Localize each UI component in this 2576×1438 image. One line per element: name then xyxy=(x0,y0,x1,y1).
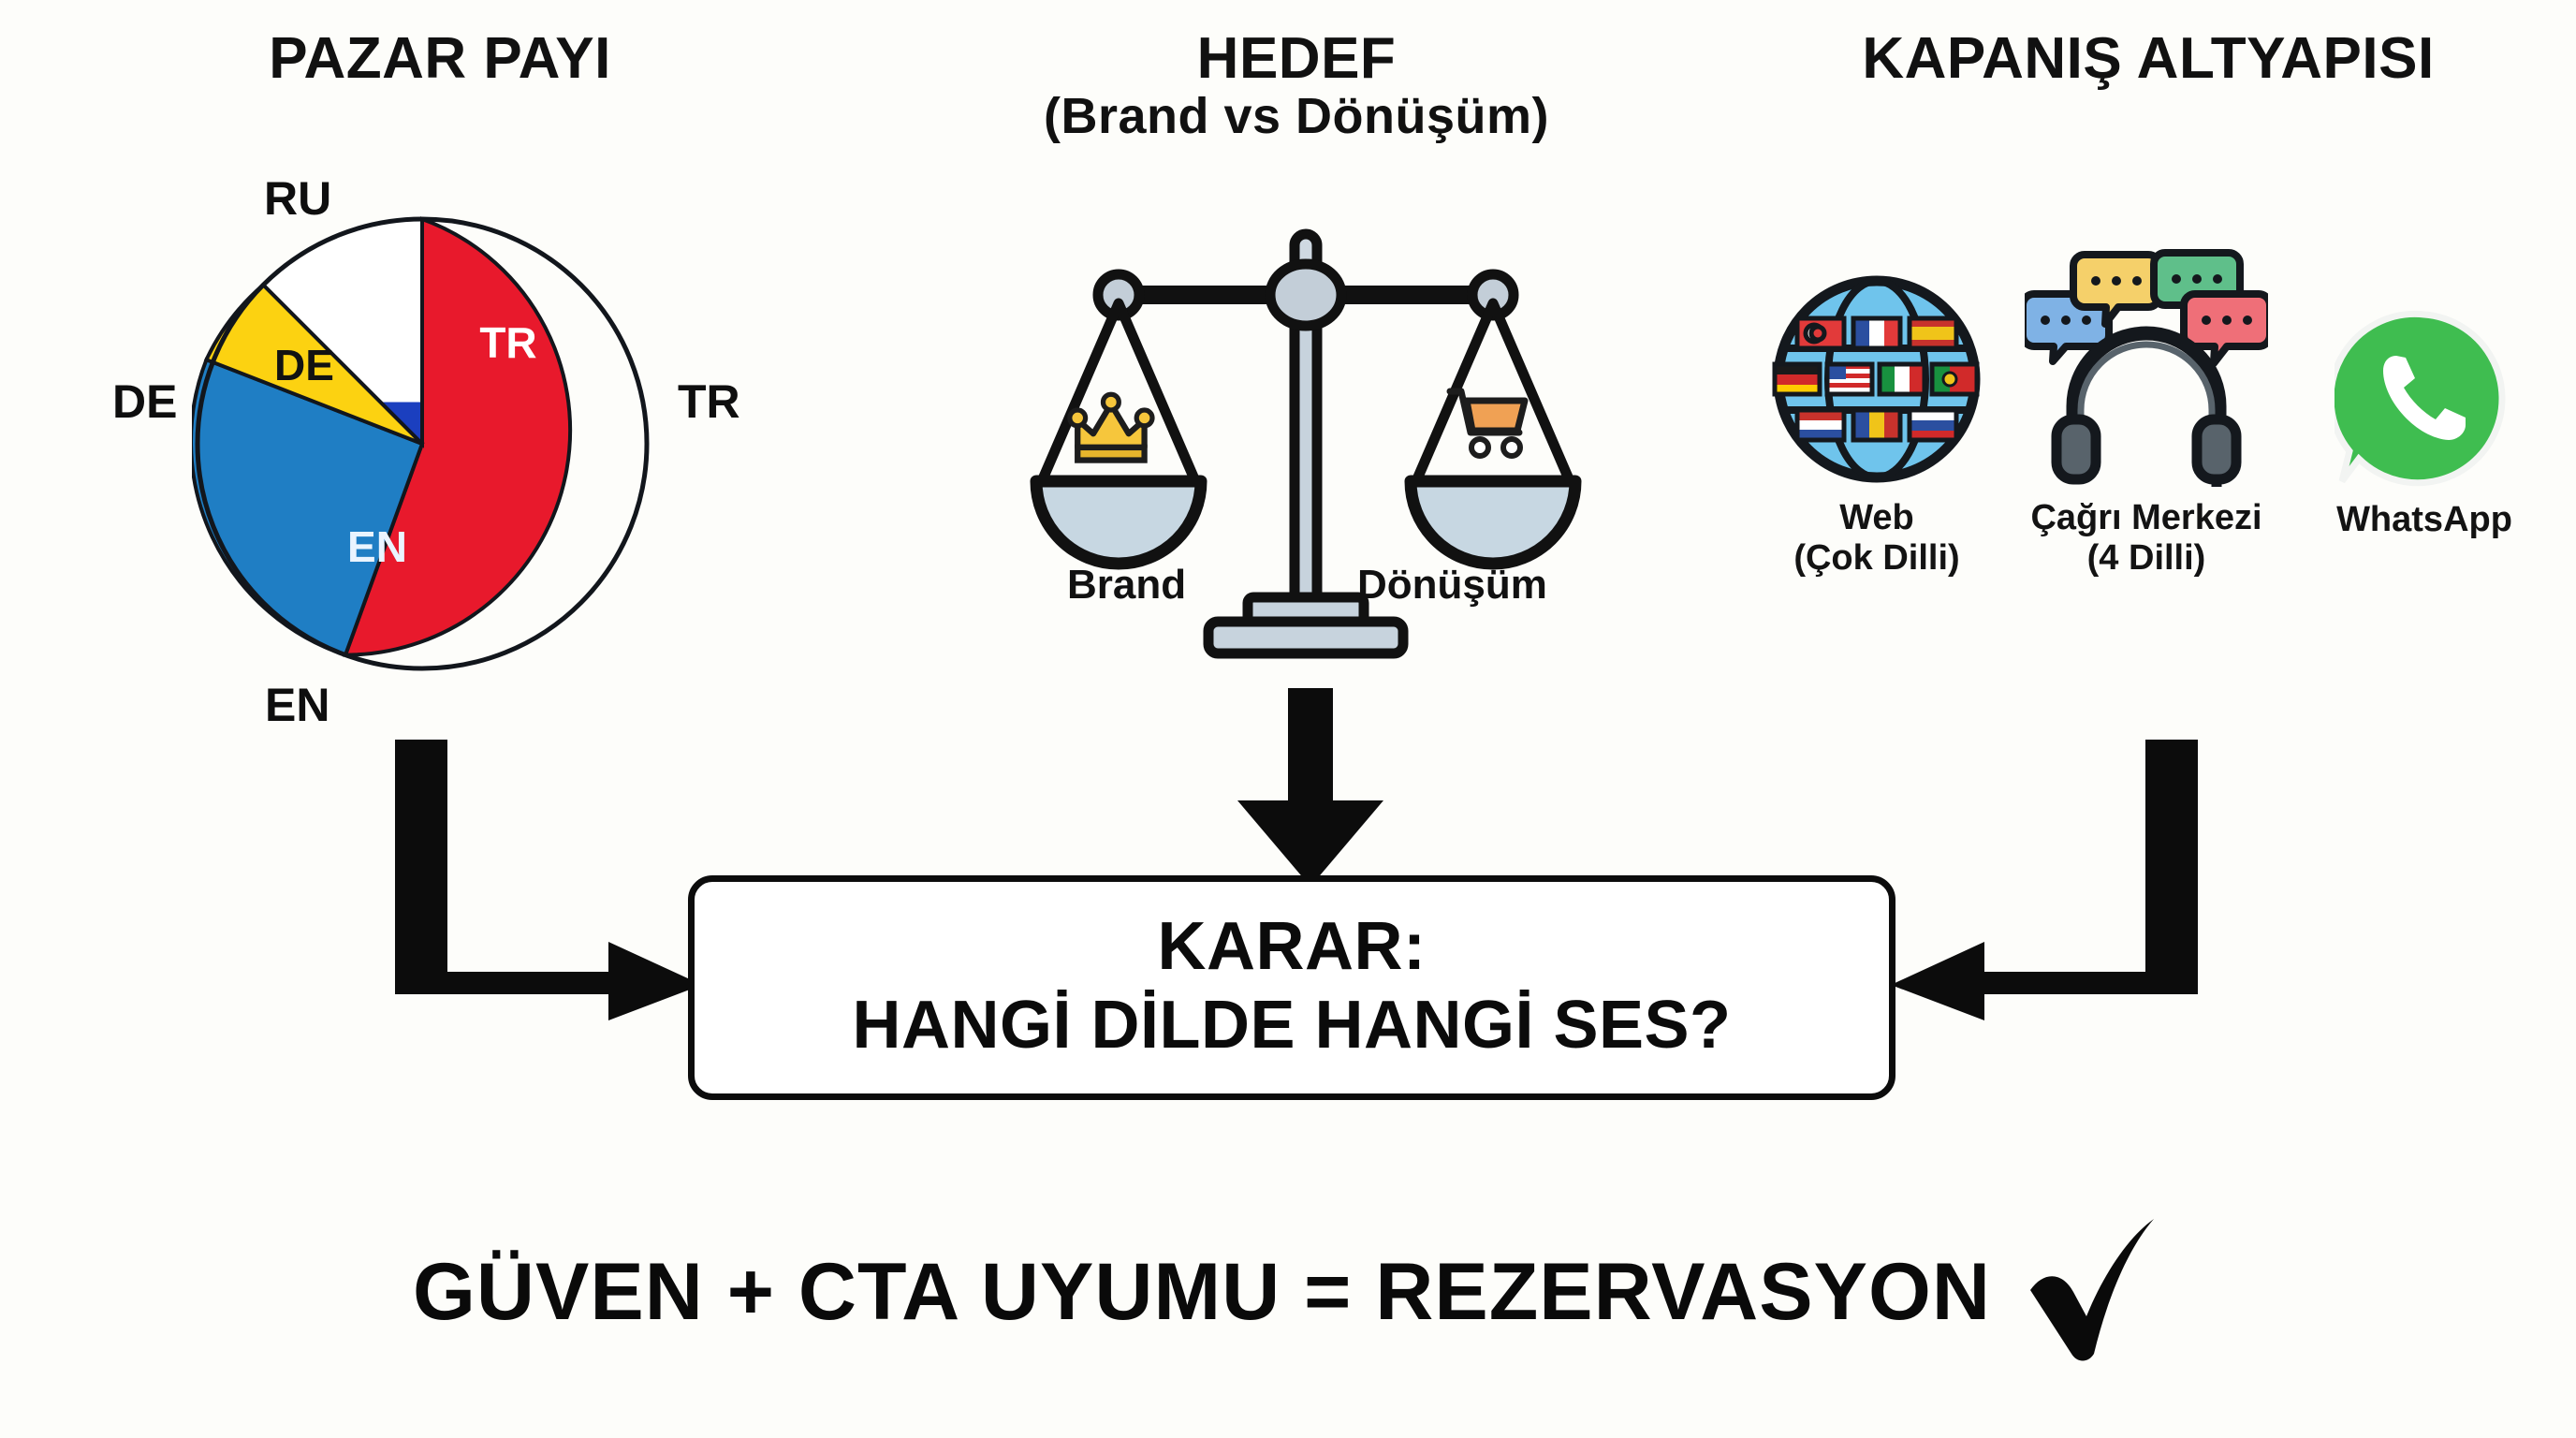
crown-icon xyxy=(1067,391,1155,463)
infra-label-call-center: Çağrı Merkezi (4 Dilli) xyxy=(2030,498,2262,578)
decision-line-2: HANGİ DİLDE HANGİ SES? xyxy=(852,988,1732,1064)
pie-outside-label-ru: RU xyxy=(264,172,332,225)
elbow-arrow-down-left-icon xyxy=(1891,740,2198,1020)
shopping-cart-icon xyxy=(1446,388,1529,459)
globe-flags-icon xyxy=(1772,275,1981,483)
infra-item-web: Web (Çok Dilli) xyxy=(1736,271,2017,578)
decision-line-1: KARAR: xyxy=(1157,908,1427,984)
market-share-title-text: PAZAR PAYI xyxy=(269,26,611,91)
pie-label-de: DE xyxy=(274,341,334,389)
goal-title: HEDEF (Brand vs Dönüşüm) xyxy=(899,28,1694,143)
chat-bubble-red xyxy=(2180,290,2268,367)
arrow-down-icon xyxy=(1237,688,1383,887)
whatsapp-icon xyxy=(2334,310,2506,487)
elbow-arrow-down-right-icon xyxy=(395,740,702,1020)
goal-subtitle-text: (Brand vs Dönüşüm) xyxy=(1043,87,1550,144)
pie-slice-tr xyxy=(343,216,573,657)
scale-label-conversion: Dönüşüm xyxy=(1357,562,1547,608)
pie-outside-label-en: EN xyxy=(265,679,330,731)
infra-label-whatsapp: WhatsApp xyxy=(2336,500,2512,539)
infra-label-web: Web (Çok Dilli) xyxy=(1793,498,1960,578)
headset-chat-icon xyxy=(2025,249,2268,487)
scale-label-brand: Brand xyxy=(1067,562,1187,608)
infra-item-whatsapp: WhatsApp xyxy=(2284,309,2565,540)
check-mark-icon xyxy=(2029,1219,2154,1361)
goal-title-text: HEDEF xyxy=(1196,26,1397,91)
closing-infrastructure-title: KAPANIŞ ALTYAPISI xyxy=(1741,28,2555,90)
market-share-title: PAZAR PAYI xyxy=(56,28,824,90)
pie-outside-label-de: DE xyxy=(112,375,178,428)
market-share-pie-chart: TR EN DE xyxy=(192,213,652,674)
pie-label-tr: TR xyxy=(479,318,536,367)
bottom-banner-text: GÜVEN + CTA UYUMU = REZERVASYON xyxy=(413,1246,1991,1337)
pie-outside-label-tr: TR xyxy=(678,375,740,428)
bottom-banner: GÜVEN + CTA UYUMU = REZERVASYON xyxy=(0,1217,2576,1367)
infra-item-call-center: Çağrı Merkezi (4 Dilli) xyxy=(1992,245,2301,578)
closing-infrastructure-title-text: KAPANIŞ ALTYAPISI xyxy=(1862,26,2435,91)
decision-box: KARAR: HANGİ DİLDE HANGİ SES? xyxy=(688,875,1895,1100)
balance-scale-illustration xyxy=(1025,217,1587,678)
pie-label-en: EN xyxy=(347,522,407,571)
